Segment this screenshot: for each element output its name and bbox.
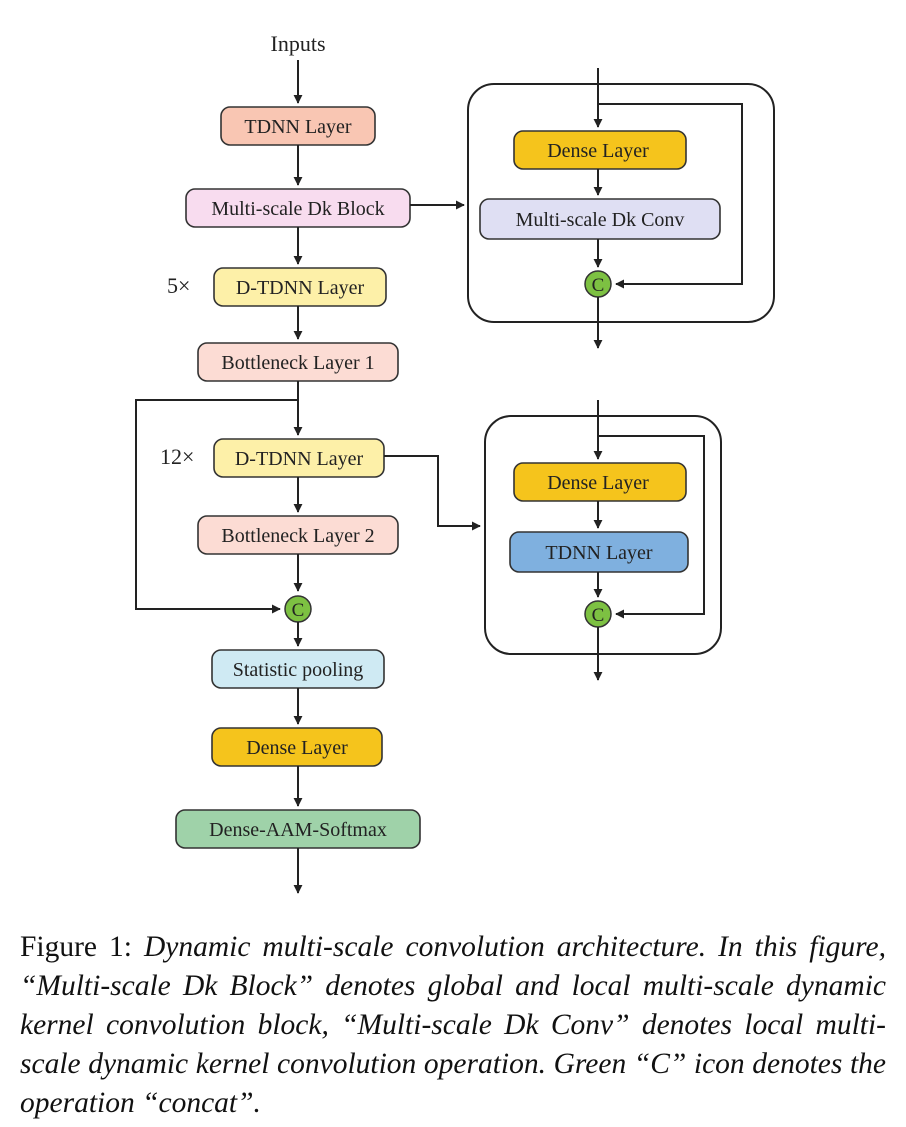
dense-layer-box: Dense Layer [211,727,383,767]
repeat-12x-label: 12× [160,444,194,469]
d-tdnn-layer-label-1: D-TDNN Layer [236,277,365,299]
multi-scale-dk-conv-box: Multi-scale Dk Conv [479,198,721,240]
top-panel-concat-icon: C [584,270,612,298]
bottleneck-layer-1-label: Bottleneck Layer 1 [221,352,374,374]
arrow-dtdnn2-detail [384,455,481,531]
top-panel-concat-label: C [592,275,605,296]
dense-aam-softmax-box: Dense-AAM-Softmax [175,809,421,849]
d-tdnn-layer-box-2: D-TDNN Layer [213,438,385,478]
figure-caption-body: Dynamic multi-scale convolution architec… [20,931,886,1119]
concat-icon: C [284,595,312,623]
top-panel-dense-layer-label: Dense Layer [547,140,649,162]
top-panel-skip-arrow [598,103,743,289]
bottleneck-layer-2-label: Bottleneck Layer 2 [221,525,374,547]
d-tdnn-layer-box-1: D-TDNN Layer [213,267,387,307]
bottom-panel-concat-icon: C [584,600,612,628]
figure-caption-prefix: Figure 1: [20,931,144,963]
bottleneck-layer-2-box: Bottleneck Layer 2 [197,515,399,555]
tdnn-layer-label: TDNN Layer [244,116,352,138]
bottom-panel-skip-arrow [598,435,705,619]
skip-connection-arrow [135,399,298,614]
bottom-panel-concat-label: C [592,605,605,626]
statistic-pooling-box: Statistic pooling [211,649,385,689]
dense-aam-softmax-label: Dense-AAM-Softmax [209,819,387,841]
concat-icon-label: C [292,600,305,621]
multi-scale-dk-block-label: Multi-scale Dk Block [211,198,384,220]
bottom-panel-dense-layer-label: Dense Layer [547,472,649,494]
dense-layer-label: Dense Layer [246,737,348,759]
d-tdnn-layer-label-2: D-TDNN Layer [235,448,364,470]
figure-caption: Figure 1: Dynamic multi-scale convolutio… [20,928,886,1123]
bottom-panel-tdnn-layer-box: TDNN Layer [509,531,689,573]
d-tdnn-layer-detail-panel: Dense Layer TDNN Layer C [484,400,722,681]
architecture-diagram: Inputs TDNN Layer Multi-scale Dk Block 5… [135,31,775,894]
bottom-panel-tdnn-layer-label: TDNN Layer [545,542,653,564]
bottleneck-layer-1-box: Bottleneck Layer 1 [197,342,399,382]
inputs-label: Inputs [271,31,326,56]
repeat-5x-label: 5× [167,273,190,298]
multi-scale-dk-conv-label: Multi-scale Dk Conv [516,209,685,231]
top-panel-dense-layer-box: Dense Layer [513,130,687,170]
multi-scale-dk-block-detail-panel: Dense Layer Multi-scale Dk Conv C [467,68,775,349]
bottom-panel-dense-layer-box: Dense Layer [513,462,687,502]
multi-scale-dk-block-box: Multi-scale Dk Block [185,188,411,228]
tdnn-layer-box: TDNN Layer [220,106,376,146]
statistic-pooling-label: Statistic pooling [233,659,364,681]
